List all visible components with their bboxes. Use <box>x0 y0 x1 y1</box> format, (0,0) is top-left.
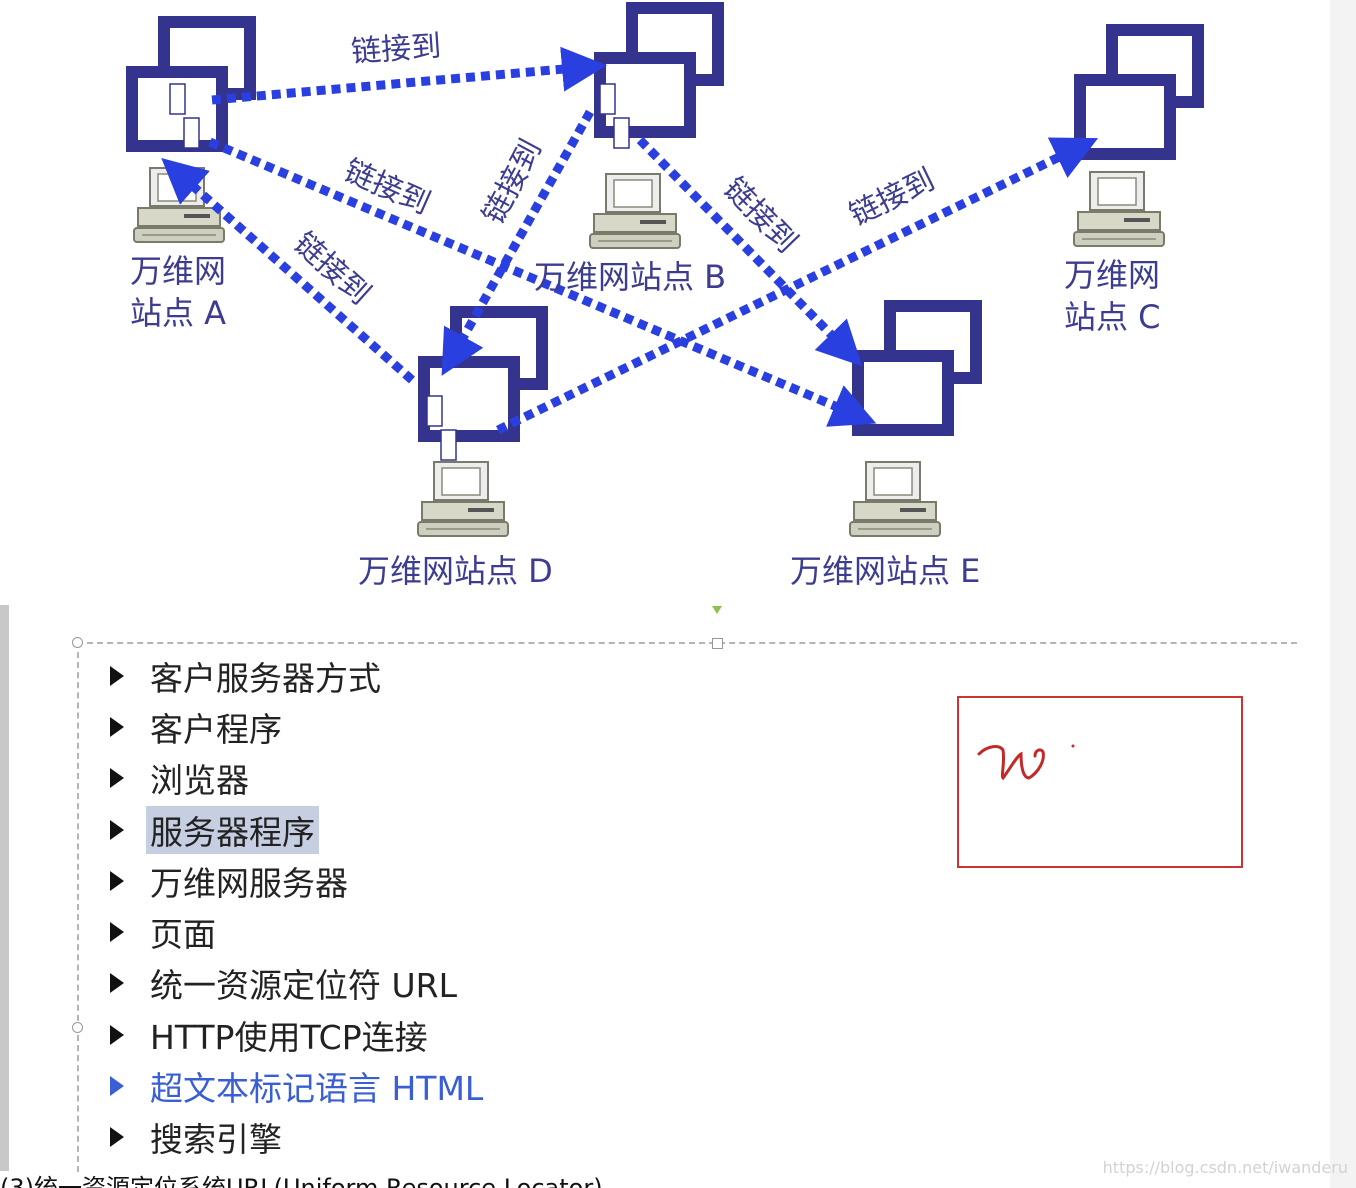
slide-left-scrollbar[interactable] <box>0 605 9 1171</box>
bullet-item[interactable]: 浏览器 <box>110 753 483 804</box>
link-b-d <box>441 109 594 376</box>
text-box-selection-frame[interactable] <box>77 642 1297 1172</box>
site-b-windows <box>600 8 718 149</box>
bullet-text-highlighted: 服务器程序 <box>146 805 319 854</box>
site-c-computer <box>1073 171 1165 247</box>
bullet-text: 万维网服务器 <box>150 863 348 903</box>
bullet-item-active[interactable]: 超文本标记语言 HTML <box>110 1060 483 1111</box>
bullet-item-selected[interactable]: 服务器程序 <box>110 804 483 855</box>
bullet-text: HTTP使用TCP连接 <box>150 1017 428 1057</box>
bullet-arrow-icon <box>110 1024 124 1045</box>
bullet-arrow-icon <box>110 819 124 840</box>
site-c-label-line2: 站点 C <box>1064 298 1161 336</box>
annotation-box <box>957 696 1243 868</box>
bullet-item[interactable]: 搜索引擎 <box>110 1112 483 1163</box>
link-d-c <box>496 137 1099 435</box>
bullet-arrow-icon <box>110 922 124 943</box>
bullet-text-active: 超文本标记语言 HTML <box>150 1069 484 1109</box>
link-label-a-e: 链接到 <box>339 153 435 222</box>
bullet-arrow-icon <box>110 716 124 737</box>
bullet-arrow-icon <box>110 1127 124 1148</box>
bullet-item[interactable]: 统一资源定位符 URL <box>110 958 483 1009</box>
link-label-b-e: 链接到 <box>716 171 804 260</box>
bullet-text: 页面 <box>150 915 216 955</box>
slide-panel <box>0 605 1330 1171</box>
bullet-text: 统一资源定位符 URL <box>150 966 457 1006</box>
site-c-label-line1: 万维网 <box>1064 256 1160 294</box>
bullet-arrow-icon <box>110 665 124 686</box>
site-d-windows <box>424 312 542 461</box>
bullet-item[interactable]: 万维网服务器 <box>110 855 483 906</box>
link-label-b-d: 链接到 <box>476 134 549 230</box>
link-label-a-b: 链接到 <box>350 29 442 70</box>
handwriting-w-mark <box>977 744 1075 781</box>
bullet-item[interactable]: 客户程序 <box>110 701 483 752</box>
bullet-item[interactable]: 客户服务器方式 <box>110 650 483 701</box>
resize-handle-top-middle[interactable] <box>712 638 723 649</box>
site-e-label: 万维网站点 E <box>790 552 980 590</box>
truncated-caption: (3)统一资源定位系统URL(Uniform Resource Locator) <box>0 1174 603 1188</box>
site-c-windows <box>1080 30 1198 154</box>
www-link-diagram: 链接到 链接到 链接到 链接到 链接到 链接到 万维网 站点 A 万维网站点 B… <box>0 0 1330 590</box>
site-a-label-line2: 站点 A <box>130 294 226 332</box>
bullet-list: 客户服务器方式 客户程序 浏览器 服务器程序 万维网服务器 页面 统一资源定位符… <box>110 650 483 1163</box>
rotate-handle-icon[interactable] <box>711 605 723 615</box>
bullet-arrow-icon <box>110 870 124 891</box>
bullet-arrow-icon <box>110 973 124 994</box>
right-scrollbar[interactable] <box>1330 0 1356 1188</box>
bullet-arrow-icon <box>110 768 124 789</box>
site-b-label: 万维网站点 B <box>534 258 726 296</box>
bullet-text: 搜索引擎 <box>150 1120 282 1160</box>
site-d-label: 万维网站点 D <box>358 552 553 590</box>
link-b-e <box>636 136 863 367</box>
bullet-text: 客户服务器方式 <box>150 658 381 698</box>
link-a-b <box>211 46 607 105</box>
site-d-computer <box>417 461 509 537</box>
link-label-d-a: 链接到 <box>287 226 377 312</box>
bullet-text: 客户程序 <box>150 709 282 749</box>
link-d-a <box>161 158 415 384</box>
bullet-item[interactable]: HTTP使用TCP连接 <box>110 1009 483 1060</box>
resize-handle-middle-left[interactable] <box>72 1022 83 1033</box>
resize-handle-top-left[interactable] <box>72 637 83 648</box>
site-b-computer <box>589 173 681 249</box>
site-e-computer <box>849 461 941 537</box>
bullet-text: 浏览器 <box>150 761 249 801</box>
link-label-d-c: 链接到 <box>844 162 940 233</box>
site-e-windows <box>858 306 976 430</box>
site-a-label-line1: 万维网 <box>130 252 226 290</box>
bullet-arrow-icon <box>110 1076 124 1097</box>
site-a-windows <box>132 22 250 148</box>
watermark-text: https://blog.csdn.net/iwanderu <box>1102 1158 1348 1177</box>
bullet-item[interactable]: 页面 <box>110 906 483 957</box>
